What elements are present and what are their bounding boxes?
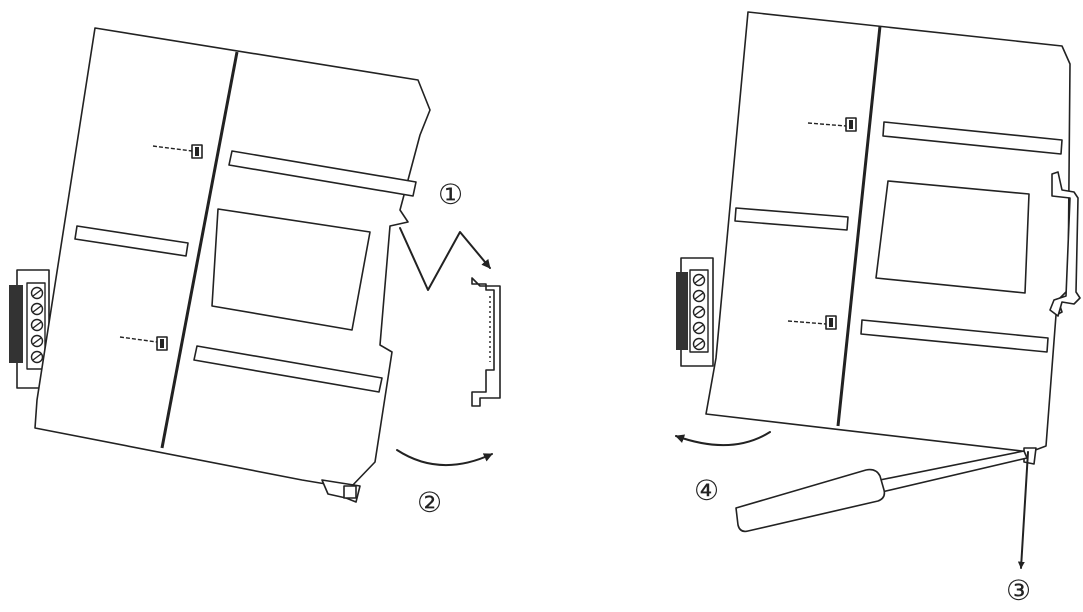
step-labels: ① ② ③ ④	[417, 178, 1031, 607]
left-left-dash-indicator-1	[152, 144, 203, 159]
left-terminal-block	[9, 269, 50, 389]
left-left-dash-indicator-2	[119, 336, 168, 351]
left-module-body	[34, 27, 431, 503]
mounting-panel	[9, 27, 501, 503]
screwdriver	[735, 450, 1028, 533]
step1-label: ①	[438, 178, 463, 211]
step2-label: ②	[417, 486, 442, 519]
din-rail-left	[471, 277, 501, 407]
step4-label: ④	[694, 474, 719, 507]
step3-pull-arrow	[1017, 451, 1029, 569]
right-module-body	[705, 11, 1081, 465]
step1-hook-arrow	[399, 227, 491, 291]
step2-rotate-arrow	[396, 449, 493, 467]
right-terminal-block	[676, 257, 714, 367]
right-left-dash-indicator-1	[807, 117, 857, 132]
removal-panel	[675, 11, 1081, 569]
right-left-dash-indicator-2	[787, 315, 837, 330]
step3-label: ③	[1006, 574, 1031, 607]
step4-rotate-arrow	[675, 431, 771, 447]
